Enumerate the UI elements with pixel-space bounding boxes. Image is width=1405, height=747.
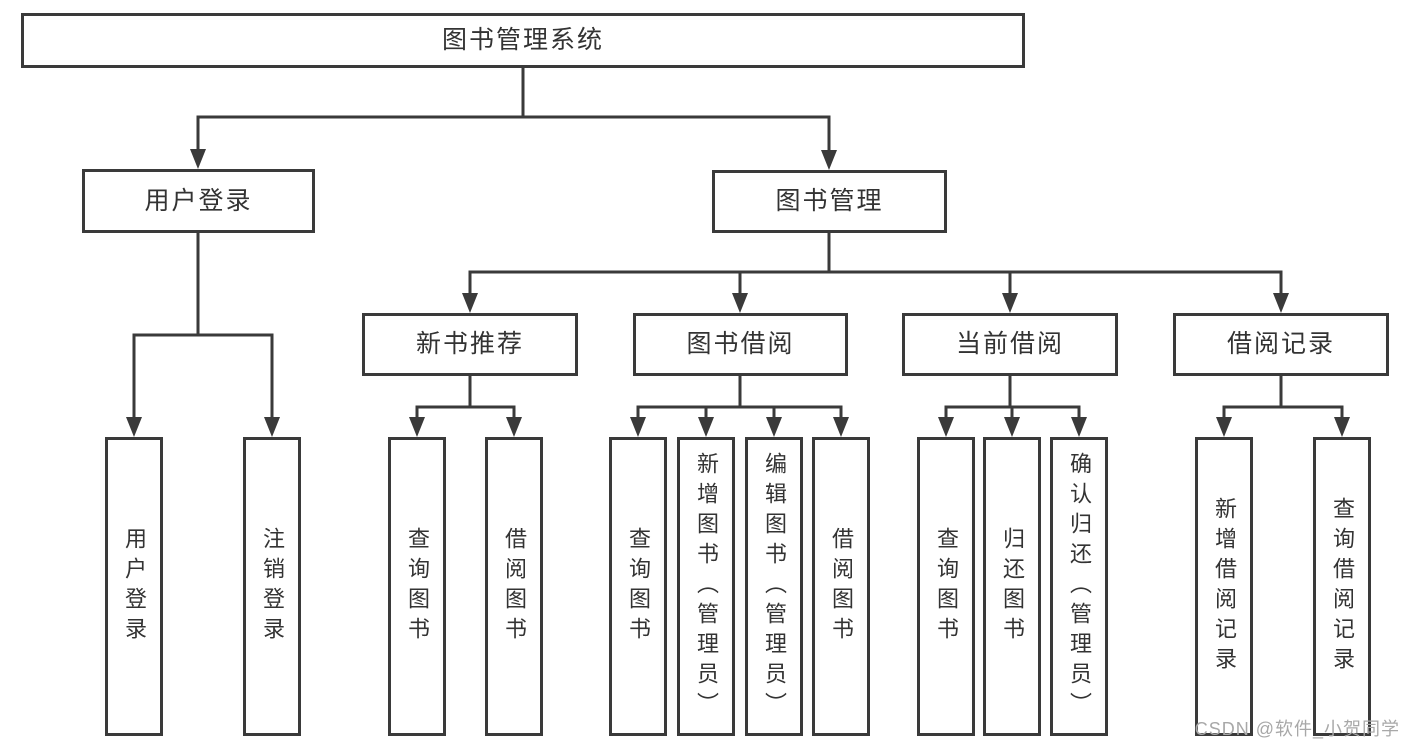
- node-borrowing-records: 借阅记录: [1173, 313, 1389, 376]
- node-leaf-edit-books-admin-label: 编辑图书（管理员）: [762, 451, 787, 722]
- node-leaf-query-books-current-label: 查询图书: [934, 526, 959, 647]
- node-leaf-query-books-recommend: 查询图书: [388, 437, 446, 736]
- node-current-borrowing: 当前借阅: [902, 313, 1118, 376]
- node-leaf-add-books-admin: 新增图书（管理员）: [677, 437, 735, 736]
- node-book-borrowing: 图书借阅: [633, 313, 848, 376]
- watermark: CSDN @软件_小贺同学: [1194, 719, 1400, 739]
- node-leaf-query-borrow-record-label: 查询借阅记录: [1330, 496, 1355, 677]
- node-leaf-query-books-current: 查询图书: [917, 437, 975, 736]
- node-leaf-edit-books-admin: 编辑图书（管理员）: [745, 437, 803, 736]
- node-leaf-return-books-label: 归还图书: [1000, 526, 1025, 647]
- node-new-book-recommendation-label: 新书推荐: [415, 330, 524, 358]
- node-current-borrowing-label: 当前借阅: [955, 330, 1064, 358]
- node-leaf-confirm-return-admin-label: 确认归还（管理员）: [1067, 451, 1092, 722]
- node-leaf-logout: 注销登录: [243, 437, 301, 736]
- node-book-borrowing-label: 图书借阅: [686, 330, 795, 358]
- node-leaf-confirm-return-admin: 确认归还（管理员）: [1050, 437, 1108, 736]
- node-leaf-borrow-books-recommend-label: 借阅图书: [502, 526, 527, 647]
- node-leaf-query-books-borrowing: 查询图书: [609, 437, 667, 736]
- node-leaf-add-books-admin-label: 新增图书（管理员）: [694, 451, 719, 722]
- node-leaf-query-borrow-record: 查询借阅记录: [1313, 437, 1371, 736]
- arrowheads: [126, 149, 1350, 437]
- node-leaf-add-borrow-record: 新增借阅记录: [1195, 437, 1253, 736]
- node-leaf-borrow-books: 借阅图书: [812, 437, 870, 736]
- node-leaf-user-login-label: 用户登录: [122, 526, 147, 647]
- node-leaf-query-books-recommend-label: 查询图书: [405, 526, 430, 647]
- node-leaf-borrow-books-recommend: 借阅图书: [485, 437, 543, 736]
- node-leaf-user-login: 用户登录: [105, 437, 163, 736]
- node-root-system: 图书管理系统: [21, 13, 1025, 68]
- node-user-login: 用户登录: [82, 169, 315, 233]
- node-book-management-label: 图书管理: [775, 187, 884, 215]
- node-leaf-add-borrow-record-label: 新增借阅记录: [1212, 496, 1237, 677]
- node-new-book-recommendation: 新书推荐: [362, 313, 578, 376]
- node-user-login-label: 用户登录: [144, 186, 253, 215]
- node-root-system-label: 图书管理系统: [441, 26, 604, 54]
- node-leaf-query-books-borrowing-label: 查询图书: [626, 526, 651, 647]
- node-leaf-borrow-books-label: 借阅图书: [829, 526, 854, 647]
- node-leaf-logout-label: 注销登录: [260, 526, 285, 647]
- node-book-management: 图书管理: [712, 170, 947, 233]
- node-borrowing-records-label: 借阅记录: [1226, 330, 1335, 358]
- node-leaf-return-books: 归还图书: [983, 437, 1041, 736]
